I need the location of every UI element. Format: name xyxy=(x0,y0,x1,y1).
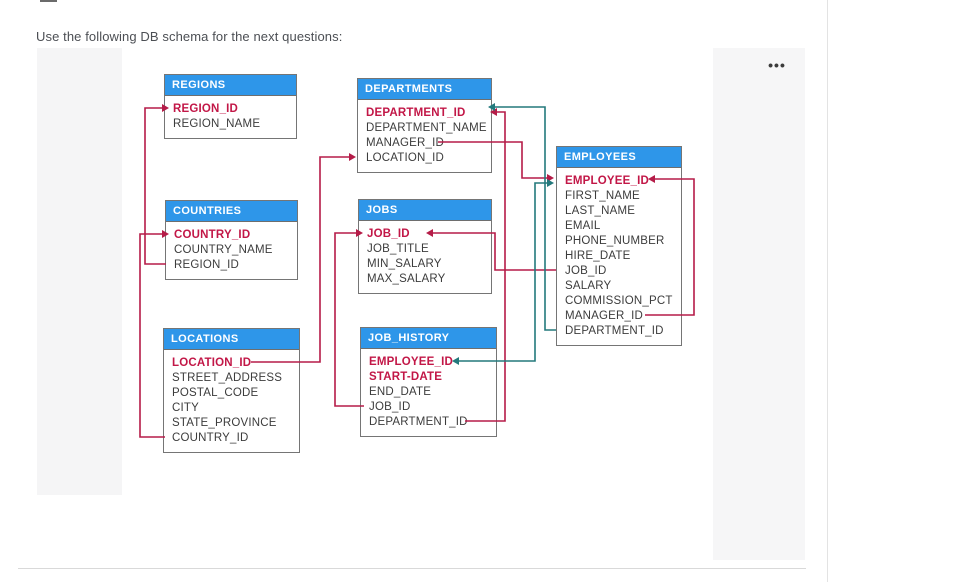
table-title-regions: REGIONS xyxy=(165,75,296,96)
arrowhead-jobhistory-employeeid-to-employees xyxy=(547,179,554,187)
field-country-name: COUNTRY_NAME xyxy=(174,244,273,256)
table-fields: REGION_ID REGION_NAME xyxy=(165,96,296,138)
more-options-button[interactable]: ••• xyxy=(760,56,794,74)
field-last-name: LAST_NAME xyxy=(565,205,636,217)
field-city: CITY xyxy=(172,402,199,414)
table-fields: EMPLOYEE_ID FIRST_NAME LAST_NAME EMAIL PHONE… xyxy=(557,168,681,345)
table-title-employees: EMPLOYEES xyxy=(557,147,681,168)
field-end-date: END_DATE xyxy=(369,386,432,398)
table-departments: DEPARTMENTS DEPARTMENT_ID DEPARTMENT_NAME M… xyxy=(357,78,492,173)
field-department-id: DEPARTMENT_ID xyxy=(366,107,466,119)
table-fields: EMPLOYEE_ID START-DATE END_DATE JOB_ID DEPAR… xyxy=(361,349,496,436)
field-salary: SALARY xyxy=(565,280,612,292)
field-region-id: REGION_ID xyxy=(174,259,240,271)
field-job-title: JOB_TITLE xyxy=(367,243,429,255)
field-employee-id: EMPLOYEE_ID xyxy=(369,356,453,368)
field-first-name: FIRST_NAME xyxy=(565,190,640,202)
field-min-salary: MIN_SALARY xyxy=(367,258,442,270)
field-department-id: DEPARTMENT_ID xyxy=(565,325,664,337)
left-margin-panel xyxy=(37,48,122,495)
table-title-job_history: JOB_HISTORY xyxy=(361,328,496,349)
field-country-id: COUNTRY_ID xyxy=(174,229,251,241)
table-fields: LOCATION_ID STREET_ADDRESS POSTAL_CODE CITY… xyxy=(164,350,299,452)
field-street-address: STREET_ADDRESS xyxy=(172,372,283,384)
field-employee-id: EMPLOYEE_ID xyxy=(565,175,649,187)
table-title-countries: COUNTRIES xyxy=(166,201,297,222)
field-hire-date: HIRE_DATE xyxy=(565,250,631,262)
field-department-name: DEPARTMENT_NAME xyxy=(366,122,487,134)
cut-off-element-top xyxy=(40,0,57,2)
table-regions: REGIONS REGION_ID REGION_NAME xyxy=(164,74,297,139)
table-jobs: JOBS JOB_ID JOB_TITLE MIN_SALARY MAX_SALARY xyxy=(358,199,492,294)
field-job-id: JOB_ID xyxy=(369,401,411,413)
field-manager-id: MANAGER_ID xyxy=(366,137,445,149)
right-margin-panel xyxy=(713,48,805,560)
instruction-text: Use the following DB schema for the next… xyxy=(36,29,343,44)
field-job-id: JOB_ID xyxy=(367,228,410,240)
bottom-divider xyxy=(18,568,806,569)
connector-countries-regionid-to-regions xyxy=(144,107,166,265)
table-title-locations: LOCATIONS xyxy=(164,329,299,350)
field-commission-pct: COMMISSION_PCT xyxy=(565,295,673,307)
table-fields: COUNTRY_ID COUNTRY_NAME REGION_ID xyxy=(166,222,297,279)
connector-employees-departmentid-to-departments xyxy=(495,106,556,331)
connector-locations-countryid-to-countries xyxy=(139,233,165,438)
field-location-id: LOCATION_ID xyxy=(366,152,445,164)
field-state-province: STATE_PROVINCE xyxy=(172,417,277,429)
table-fields: JOB_ID JOB_TITLE MIN_SALARY MAX_SALARY xyxy=(359,221,491,293)
right-border-divider xyxy=(827,0,828,582)
arrowhead-departments-managerid-to-employees xyxy=(547,174,554,182)
field-email: EMAIL xyxy=(565,220,601,232)
field-region-id: REGION_ID xyxy=(173,103,239,115)
field-job-id: JOB_ID xyxy=(565,265,607,277)
field-country-id: COUNTRY_ID xyxy=(172,432,249,444)
table-job_history: JOB_HISTORY EMPLOYEE_ID START-DATE END_DATE… xyxy=(360,327,497,437)
field-location-id: LOCATION_ID xyxy=(172,357,252,369)
table-fields: DEPARTMENT_ID DEPARTMENT_NAME MANAGER_ID LO… xyxy=(358,100,491,172)
field-phone-number: PHONE_NUMBER xyxy=(565,235,665,247)
table-countries: COUNTRIES COUNTRY_ID COUNTRY_NAME REGION_ID xyxy=(165,200,298,280)
table-locations: LOCATIONS LOCATION_ID STREET_ADDRESS POSTAL… xyxy=(163,328,300,453)
table-title-jobs: JOBS xyxy=(359,200,491,221)
field-postal-code: POSTAL_CODE xyxy=(172,387,259,399)
arrowhead-locations-locationid-to-departments xyxy=(349,153,356,161)
table-title-departments: DEPARTMENTS xyxy=(358,79,491,100)
field-region-name: REGION_NAME xyxy=(173,118,261,130)
field-department-id: DEPARTMENT_ID xyxy=(369,416,468,428)
field-max-salary: MAX_SALARY xyxy=(367,273,446,285)
field-manager-id: MANAGER_ID xyxy=(565,310,644,322)
field-start-date: START-DATE xyxy=(369,371,443,383)
